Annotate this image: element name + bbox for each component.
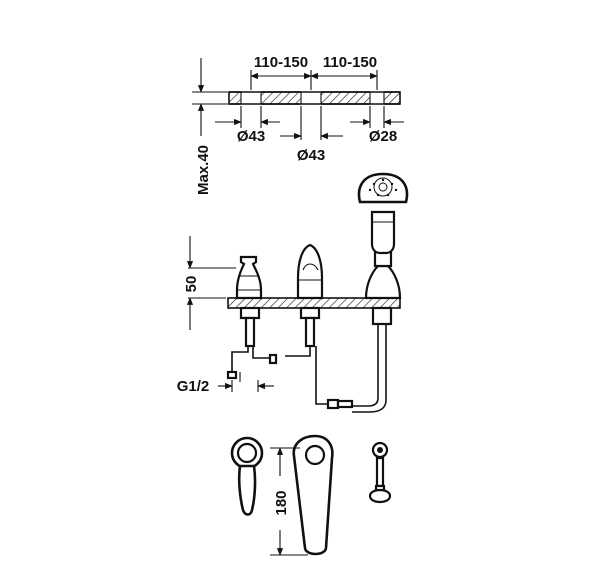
- shower-head-nozzles: [368, 177, 398, 197]
- center-mixer-body: [296, 243, 324, 300]
- left-lever-plan: [230, 436, 264, 516]
- dimension-hole-left: Ø43: [237, 128, 265, 145]
- dimension-spacing-left: 110-150: [254, 54, 308, 71]
- hole-left: [241, 91, 261, 105]
- dimension-height: 50: [183, 276, 200, 293]
- shower-holder-plan: [368, 441, 392, 504]
- dimension-length: 180: [273, 490, 290, 515]
- hole-center: [301, 91, 321, 105]
- deck-plate-front: [227, 297, 401, 309]
- dimension-deck-thickness: Max.40: [195, 145, 212, 195]
- top-deck-view: 110-150 110-150 Max.40 Ø43 Ø43 Ø28: [192, 54, 404, 195]
- front-elevation-view: 50 G1/2: [177, 172, 409, 413]
- left-valve-knob: [235, 255, 263, 300]
- hand-shower: [357, 172, 409, 255]
- plan-view: 180: [230, 434, 392, 556]
- under-deck-plumbing: [226, 306, 393, 413]
- spout-plan: [292, 434, 334, 556]
- hole-right: [370, 91, 384, 105]
- dimension-hole-right: Ø28: [369, 128, 397, 145]
- dimension-thread: G1/2: [177, 378, 210, 395]
- dimension-hole-center: Ø43: [297, 147, 325, 164]
- hand-shower-holder: [364, 250, 402, 300]
- dimension-spacing-right: 110-150: [323, 54, 377, 71]
